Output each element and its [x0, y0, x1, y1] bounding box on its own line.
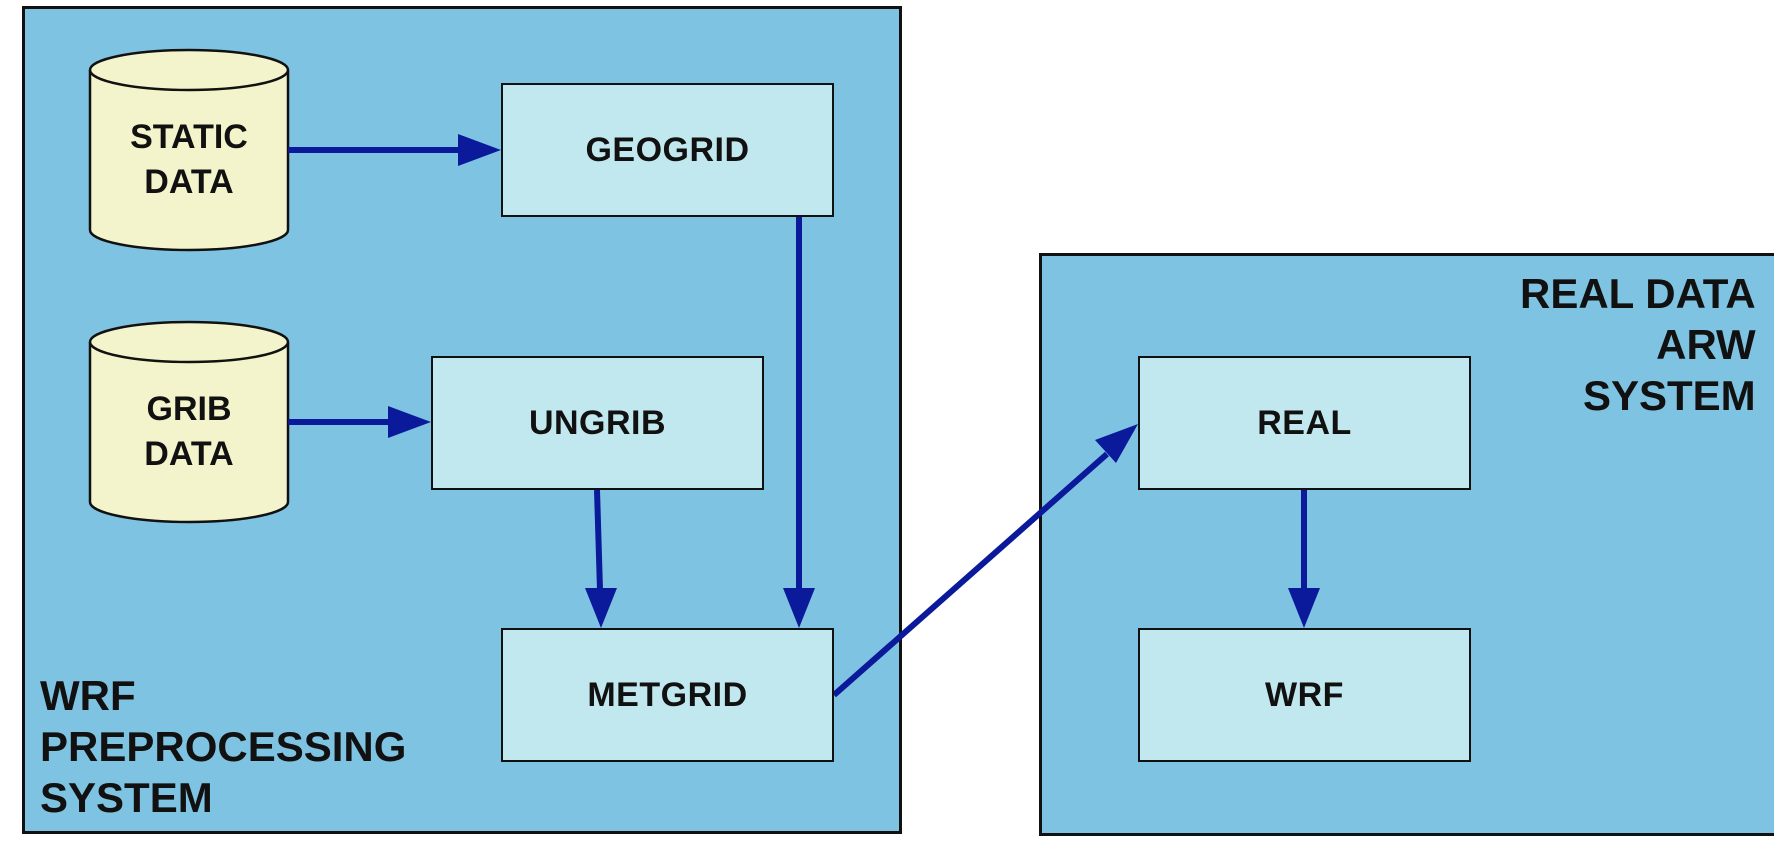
static-data-cylinder	[88, 48, 290, 252]
arrow-ungrib-to-metgrid	[594, 489, 603, 591]
preprocessing-label-line3: SYSTEM	[40, 774, 213, 821]
preprocessing-label-line1: WRF	[40, 672, 136, 719]
real-box: REAL	[1138, 356, 1471, 490]
arrowhead-metgrid-right	[783, 588, 815, 628]
arrow-metgrid-to-real	[832, 451, 1109, 698]
static-data-label-line2: DATA	[144, 163, 234, 201]
grib-data-label-line2: DATA	[144, 435, 234, 473]
static-data-label-line1: STATIC	[130, 118, 248, 156]
arrowhead-metgrid-left	[585, 588, 617, 628]
real-data-system-label: REAL DATA ARW SYSTEM	[1520, 268, 1756, 421]
grib-data-label-line1: GRIB	[146, 390, 232, 428]
ungrib-box: UNGRIB	[431, 356, 764, 490]
preprocessing-system-label: WRF PREPROCESSING SYSTEM	[40, 670, 406, 823]
preprocessing-label-line2: PREPROCESSING	[40, 723, 407, 770]
grib-data-label: GRIB DATA	[89, 387, 289, 477]
arrowhead-geogrid	[458, 134, 501, 166]
arrowhead-wrf	[1288, 588, 1320, 628]
real-data-label-line3: SYSTEM	[1582, 372, 1756, 419]
grib-data-cylinder	[88, 320, 290, 524]
static-data-label: STATIC DATA	[89, 115, 289, 205]
real-data-label-line1: REAL DATA	[1520, 270, 1756, 317]
real-data-label-line2: ARW	[1656, 321, 1756, 368]
geogrid-box: GEOGRID	[501, 83, 834, 217]
metgrid-box: METGRID	[501, 628, 834, 762]
wrf-box: WRF	[1138, 628, 1471, 762]
arrowhead-ungrib	[388, 406, 431, 438]
arrowhead-real	[1095, 424, 1138, 463]
